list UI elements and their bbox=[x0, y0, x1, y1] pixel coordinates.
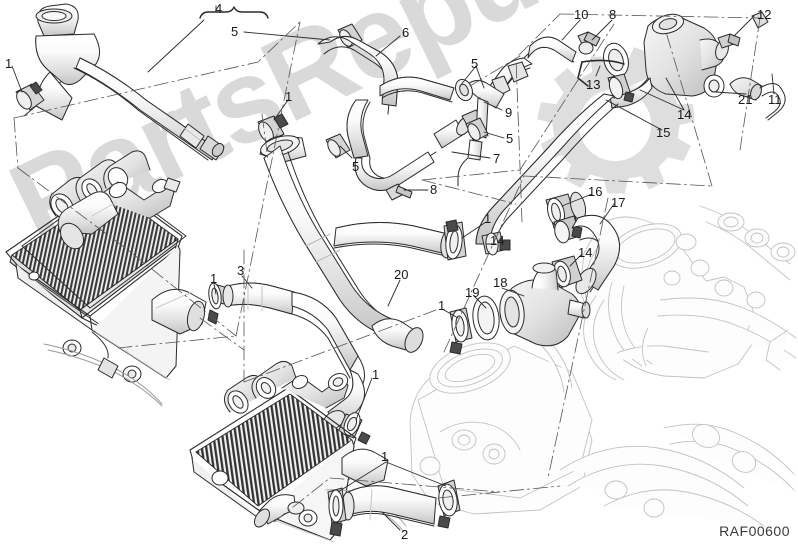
callout-15: 15 bbox=[656, 125, 671, 140]
callout-11: 11 bbox=[768, 92, 782, 107]
callout-8: 8 bbox=[609, 7, 617, 22]
callout-5-lw: 5 bbox=[506, 131, 514, 146]
callout-7: 7 bbox=[493, 151, 501, 166]
reference-code: RAF00600 bbox=[719, 523, 790, 539]
callout-1-rrad: 1 bbox=[372, 367, 380, 382]
callout-18: 18 bbox=[493, 275, 508, 290]
callout-21: 21 bbox=[738, 92, 753, 107]
callout-14-l: 14 bbox=[490, 233, 505, 248]
callout-9: 9 bbox=[505, 105, 513, 120]
callout-1: 1 bbox=[5, 56, 13, 71]
callout-1-ul: 1 bbox=[285, 89, 293, 104]
callout-1-lrad: 1 bbox=[210, 271, 218, 286]
callout-6: 6 bbox=[402, 25, 410, 40]
callout-14-r: 14 bbox=[578, 245, 593, 260]
callout-16: 16 bbox=[588, 184, 603, 199]
callout-13: 13 bbox=[586, 77, 601, 92]
callout-5-mid: 5 bbox=[471, 56, 479, 71]
callout-19: 19 bbox=[465, 285, 480, 300]
callout-1-mid: 1 bbox=[484, 211, 492, 226]
callout-4: 4 bbox=[215, 1, 223, 16]
callout-20: 20 bbox=[394, 267, 409, 282]
callout-5: 5 bbox=[231, 24, 239, 39]
callout-3: 3 bbox=[237, 263, 245, 278]
callout-8-mid: 8 bbox=[430, 182, 438, 197]
callout-1-lower: 1 bbox=[438, 298, 446, 313]
callout-12: 12 bbox=[757, 7, 772, 22]
callout-10: 10 bbox=[574, 7, 589, 22]
callout-1-low2: 1 bbox=[381, 449, 389, 464]
callout-2: 2 bbox=[401, 527, 409, 542]
callout-5-ul: 5 bbox=[352, 159, 360, 174]
callout-14-tr: 14 bbox=[677, 107, 692, 122]
callout-17: 17 bbox=[611, 195, 626, 210]
